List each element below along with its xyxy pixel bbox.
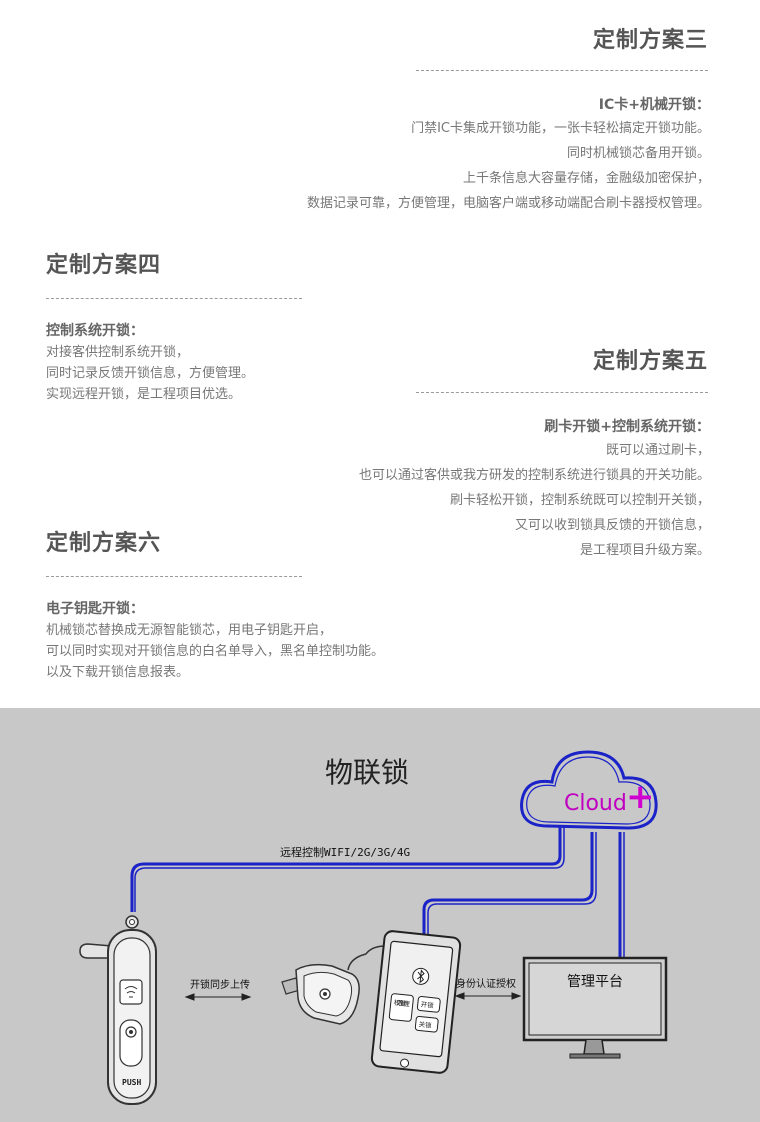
smartphone-icon: 权限管理 开锁 关锁: [370, 930, 462, 1074]
plan5-line: 也可以通过客供或我方研发的控制系统进行锁具的开关功能。: [358, 468, 710, 483]
plan3-subtitle: IC卡+机械开锁：: [598, 97, 710, 113]
plan6-section: 定制方案六: [46, 529, 161, 559]
plan4-section: 定制方案四: [46, 251, 161, 281]
plan4-line: 同时记录反馈开锁信息，方便管理。: [46, 366, 255, 381]
plan5-line: 是工程项目升级方案。: [579, 543, 710, 558]
plan6-subtitle: 电子钥匙开锁：: [46, 601, 144, 617]
phone-auth-button[interactable]: [388, 993, 414, 1022]
phone-auth-label: 权限管理: [393, 998, 410, 1009]
plan5-subtitle: 刷卡开锁+控制系统开锁：: [544, 419, 710, 435]
plan6-line: 以及下载开锁信息报表。: [46, 665, 190, 680]
phone-open-label: 开锁: [420, 1000, 434, 1010]
cloud-icon: [520, 750, 658, 830]
plan6-divider: [46, 576, 302, 577]
plan4-subtitle: 控制系统开锁：: [46, 323, 144, 339]
plan6-body: 电子钥匙开锁： 机械锁芯替换成无源智能锁芯，用电子钥匙开启， 可以同时实现对开锁…: [46, 598, 384, 683]
handle-lock-icon: [79, 915, 157, 1105]
plan3-line: 上千条信息大容量存储，金融级加密保护，: [462, 171, 710, 186]
phone-open-button[interactable]: [416, 996, 441, 1013]
plan4-line: 实现远程开锁，是工程项目优选。: [46, 387, 242, 402]
plan6-line: 可以同时实现对开锁信息的白名单导入，黑名单控制功能。: [46, 644, 385, 659]
plan3-body: IC卡+机械开锁： 门禁IC卡集成开锁功能，一张卡轻松搞定开锁功能。 同时机械锁…: [307, 94, 710, 216]
monitor-icon: [522, 956, 668, 1059]
plan3-line: 门禁IC卡集成开锁功能，一张卡轻松搞定开锁功能。: [411, 121, 710, 136]
plan4-body: 控制系统开锁： 对接客供控制系统开锁， 同时记录反馈开锁信息，方便管理。 实现远…: [46, 320, 254, 405]
platform-label: 管理平台: [567, 974, 623, 990]
phone-close-button[interactable]: [414, 1015, 439, 1033]
iot-lock-diagram: 物联锁 Cloud + 远程控制WIFI/2G/3G/4G: [0, 708, 760, 1122]
auth-arrow-icon: [454, 992, 522, 1000]
auth-label: 身份认证授权: [456, 977, 516, 990]
bluetooth-icon: [417, 969, 425, 984]
electronic-key-icon: [281, 945, 387, 1025]
sync-arrow-icon: [184, 993, 252, 1001]
diagram-title: 物联锁: [325, 756, 409, 789]
plan6-title: 定制方案六: [46, 531, 162, 556]
plan4-line: 对接客供控制系统开锁，: [46, 345, 190, 360]
plan5-line: 刷卡轻松开锁，控制系统既可以控制开关锁，: [449, 493, 710, 508]
lock-push-label: PUSH: [122, 1078, 141, 1087]
remote-link-line: [130, 826, 562, 912]
plan5-line: 既可以通过刷卡，: [605, 443, 710, 458]
cloud-label: Cloud: [564, 791, 627, 816]
plan4-divider: [46, 298, 302, 299]
plan5-section: 定制方案五: [593, 347, 708, 377]
plan5-title: 定制方案五: [592, 349, 708, 374]
sync-label: 开锁同步上传: [190, 978, 250, 991]
cloud-plus-icon: +: [626, 777, 655, 817]
iot-diagram-svg: 物联锁 Cloud + 远程控制WIFI/2G/3G/4G: [79, 750, 668, 1105]
plan5-divider: [416, 392, 708, 393]
phone-close-label: 关锁: [418, 1019, 432, 1029]
connection-lines: [130, 826, 622, 958]
plan3-line: 同时机械锁芯备用开锁。: [566, 146, 710, 161]
plan3-section: 定制方案三: [593, 26, 708, 56]
plan4-title: 定制方案四: [46, 253, 162, 278]
plan3-divider: [416, 70, 708, 71]
plan6-line: 机械锁芯替换成无源智能锁芯，用电子钥匙开启，: [46, 623, 333, 638]
remote-label: 远程控制WIFI/2G/3G/4G: [280, 845, 410, 859]
plan5-body: 刷卡开锁+控制系统开锁： 既可以通过刷卡， 也可以通过客供或我方研发的控制系统进…: [359, 416, 710, 563]
plan5-line: 又可以收到锁具反馈的开锁信息，: [514, 518, 710, 533]
plan3-title: 定制方案三: [592, 28, 708, 53]
plan3-line: 数据记录可靠，方便管理，电脑客户端或移动端配合刷卡器授权管理。: [306, 196, 710, 211]
phone-cloud-line: [422, 832, 594, 934]
